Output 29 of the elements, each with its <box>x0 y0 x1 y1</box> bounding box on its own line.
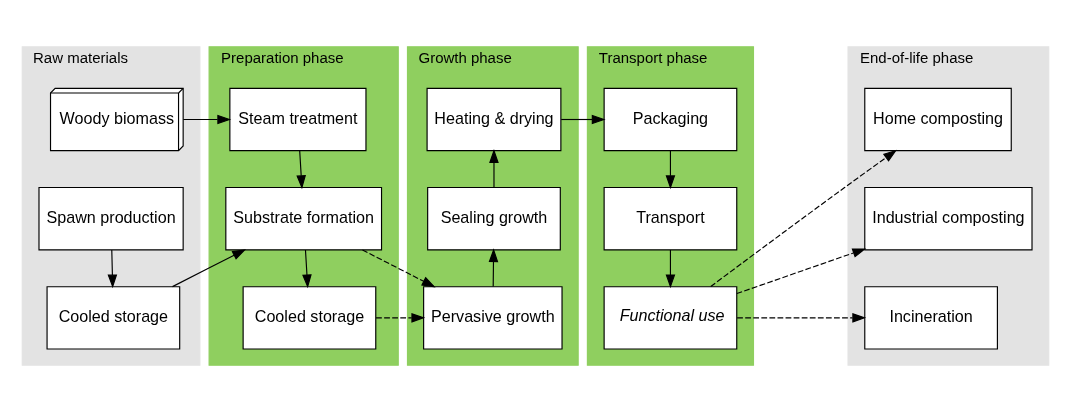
node-box: Substrate formation <box>225 186 383 251</box>
node-box: Functional use <box>603 286 738 350</box>
arrow <box>736 248 867 295</box>
node-box: Incineration <box>864 286 998 350</box>
arrow <box>296 150 306 190</box>
node-box: Cooled storage <box>46 286 181 350</box>
node-box: Cooled storage <box>242 286 377 350</box>
arrow <box>375 313 426 323</box>
node-box: Packaging <box>603 87 738 152</box>
node-box: Sealing growth <box>427 186 561 251</box>
arrow <box>182 114 232 125</box>
node-box: Home composting <box>864 87 1012 152</box>
arrow <box>560 114 606 125</box>
node-box: Spawn production <box>38 186 184 251</box>
node-box: Steam treatment <box>229 87 367 152</box>
arrow <box>488 248 499 288</box>
arrow <box>710 149 897 288</box>
arrow <box>361 249 436 288</box>
node-box: Transport <box>603 186 738 251</box>
arrow <box>665 150 676 190</box>
arrow <box>665 249 676 289</box>
node-box: Heating & drying <box>426 87 562 152</box>
arrow <box>736 313 867 323</box>
arrow <box>302 249 312 289</box>
arrow <box>107 249 118 289</box>
arrow <box>171 249 247 288</box>
node-box: Pervasive growth <box>423 286 563 350</box>
node-box: Industrial composting <box>864 186 1033 251</box>
arrow <box>489 149 499 188</box>
